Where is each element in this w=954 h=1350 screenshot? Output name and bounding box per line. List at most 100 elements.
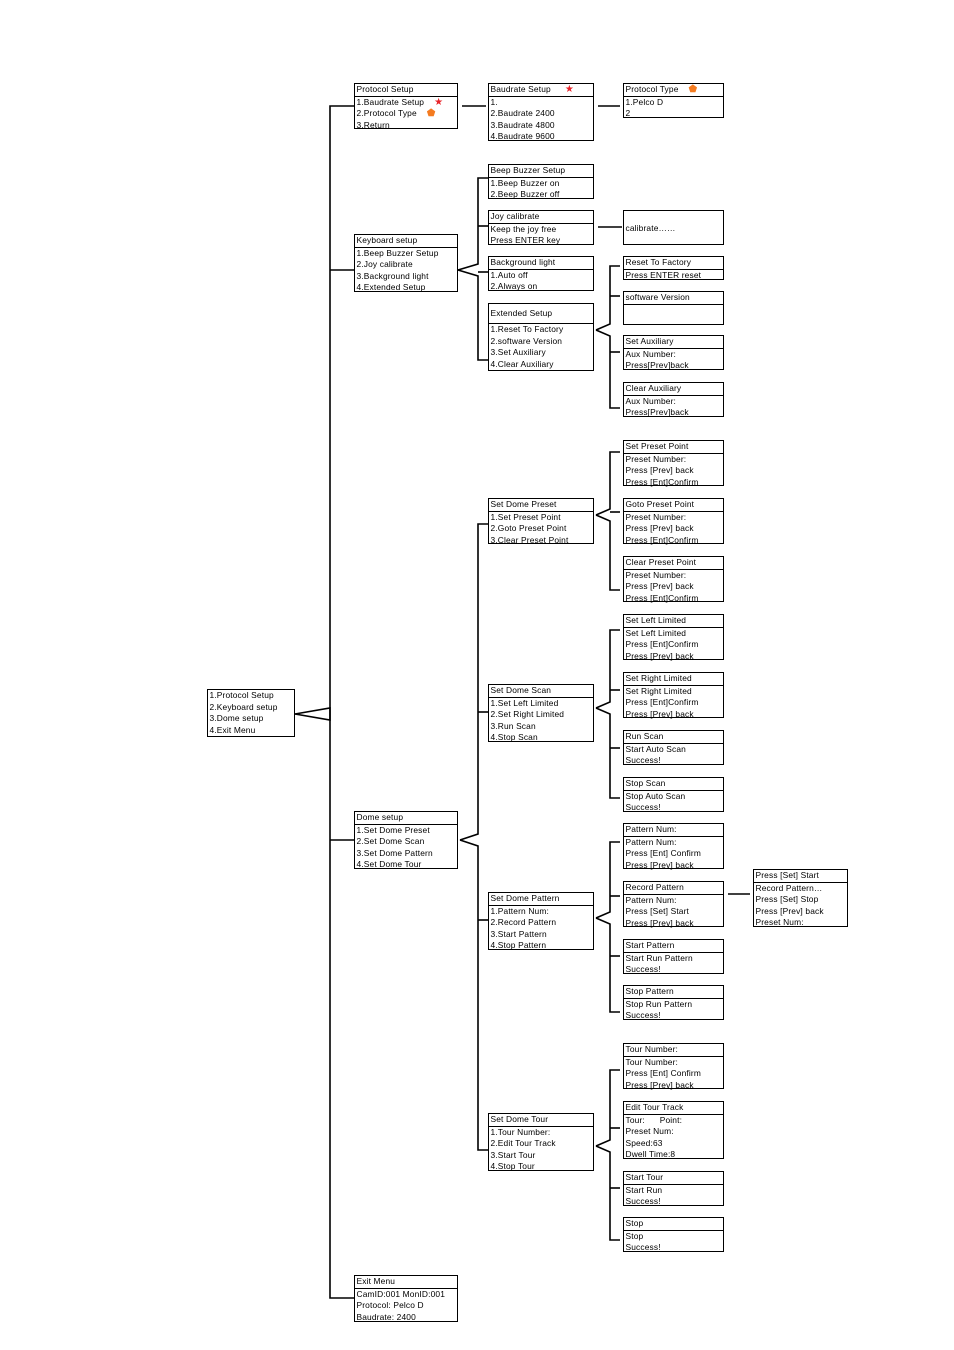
menu-item: Baudrate: 2400 [356, 1311, 416, 1322]
menu-item: 2.Always on [490, 281, 538, 292]
menu-item: Tour Number: [625, 1056, 679, 1067]
connector-extended [595, 329, 620, 409]
connector-main [294, 707, 355, 1299]
menu-item: 2.Goto Preset Point [490, 523, 567, 534]
menu-item: 3.Background light [356, 270, 429, 281]
menu-box-background-light: Background light 1.Auto off 2.Always on [488, 256, 594, 291]
menu-box-clear-auxiliary: Clear Auxiliary Aux Number: Press[Prev]b… [623, 382, 724, 417]
menu-item: Pattern Num: [625, 836, 677, 847]
menu-item: Preset Number: [625, 453, 687, 464]
menu-item: 1.Set Dome Preset [356, 824, 430, 835]
menu-title: Background light [489, 257, 593, 270]
menu-item: Success! [625, 755, 661, 766]
menu-box-exit-menu: Exit Menu CamID:001 MonID:001 Protocol: … [354, 1275, 458, 1322]
menu-item: Start Run [625, 1184, 663, 1195]
menu-box-record-pattern: Record Pattern Pattern Num: Press [Set] … [623, 881, 724, 928]
menu-title: Baudrate Setup★ [489, 84, 593, 97]
menu-item: Press [Set] Start [625, 906, 690, 917]
menu-item: 4.Clear Auxiliary [490, 358, 554, 369]
menu-item: 2.Set Dome Scan [356, 836, 425, 847]
menu-title: Joy calibrate [489, 211, 593, 224]
menu-item: 4.Stop Tour [490, 1161, 535, 1172]
menu-item: 3.Return [356, 119, 390, 130]
menu-item: Press [Ent]Confirm [625, 476, 699, 487]
connector-scan [595, 707, 620, 799]
menu-box-pattern-num: Pattern Num: Pattern Num: Press [Ent] Co… [623, 823, 724, 870]
connector-tour [595, 1069, 620, 1147]
menu-item: 1.Beep Buzzer on [490, 177, 560, 188]
menu-item: 1.Protocol Setup [209, 690, 274, 700]
connector-keyboard [457, 269, 488, 361]
menu-item: 2.Edit Tour Track [490, 1138, 556, 1149]
menu-box-stop-tour: Stop Stop Success! [623, 1217, 724, 1252]
menu-item: 4.Extended Setup [356, 282, 426, 293]
menu-item: 1.Beep Buzzer Setup [356, 247, 439, 258]
connector-scan [595, 629, 620, 709]
menu-item: Preset Num: [755, 917, 804, 928]
connector-tour [595, 1145, 620, 1241]
pentagon-icon: ⬟ [426, 108, 436, 120]
menu-title: Set Dome Scan [489, 685, 593, 698]
menu-item: 4.Stop Pattern [490, 940, 547, 951]
menu-box-start-pattern: Start Pattern Start Run Pattern Success! [623, 939, 724, 974]
menu-box-set-left-limited: Set Left Limited Set Left Limited Press … [623, 614, 724, 661]
menu-title: Protocol Setup [355, 84, 457, 97]
menu-title: Set Dome Preset [489, 499, 593, 512]
menu-item: 2.Keyboard setup [209, 701, 278, 712]
menu-item: Press [Ent] Confirm [625, 1068, 701, 1079]
menu-title: Start Pattern [624, 940, 723, 953]
menu-item: Success! [625, 1242, 661, 1253]
menu-title: Pattern Num: [624, 824, 723, 837]
menu-item: 4.Set Dome Tour [356, 859, 422, 870]
menu-item: Success! [625, 802, 661, 813]
menu-title: Reset To Factory [624, 257, 723, 270]
menu-item: 1.Set Left Limited [490, 697, 559, 708]
menu-box-record-detail: Press [Set] Start Record Pattern… Press … [753, 869, 848, 927]
menu-box-tour-number: Tour Number: Tour Number: Press [Ent] Co… [623, 1043, 724, 1090]
menu-item: Success! [625, 1010, 661, 1021]
menu-box-keyboard-setup: Keyboard setup 1.Beep Buzzer Setup 2.Joy… [354, 234, 458, 292]
menu-item: Press [Set] Stop [755, 894, 819, 905]
menu-item: 1. [490, 96, 498, 107]
menu-box-goto-preset-point: Goto Preset Point Preset Number: Press [… [623, 498, 724, 545]
menu-item: Preset Number: [625, 511, 687, 522]
menu-item: 2.software Version [490, 335, 563, 346]
menu-item: Press [Ent] Confirm [625, 848, 701, 859]
menu-item: 3.Baudrate 4800 [490, 119, 555, 130]
menu-title: Stop Scan [624, 778, 723, 791]
menu-box-run-scan: Run Scan Start Auto Scan Success! [623, 730, 724, 765]
menu-title: Exit Menu [355, 1276, 457, 1289]
menu-box-dome-setup: Dome setup 1.Set Dome Preset 2.Set Dome … [354, 811, 458, 869]
menu-item: Success! [625, 1196, 661, 1207]
menu-box-protocol-setup: Protocol Setup 1.Baudrate Setup★ 2.Proto… [354, 83, 458, 130]
connector-preset [595, 451, 620, 516]
menu-item: 4.Exit Menu [209, 724, 256, 735]
menu-item: Aux Number: [625, 348, 677, 359]
menu-item: Press [Prev] back [625, 917, 694, 928]
menu-item: Speed:63 [625, 1137, 663, 1148]
menu-box-calibrate: calibrate…… [623, 210, 724, 245]
menu-title: Goto Preset Point [624, 499, 723, 512]
menu-item: Record Pattern… [755, 882, 823, 893]
menu-item: CamID:001 MonID:001 [356, 1288, 446, 1299]
menu-item: Press [Prev] back [625, 581, 694, 592]
menu-box-set-dome-scan: Set Dome Scan 1.Set Left Limited 2.Set R… [488, 684, 594, 742]
menu-item: Set Left Limited [625, 627, 687, 638]
menu-item: 3.Start Pattern [490, 928, 547, 939]
menu-item: 3.Dome setup [209, 713, 264, 724]
menu-title: Dome setup [355, 812, 457, 825]
menu-box-set-dome-preset: Set Dome Preset 1.Set Preset Point 2.Got… [488, 498, 594, 545]
menu-title: Clear Preset Point [624, 557, 723, 570]
menu-box-reset-factory: Reset To Factory Press ENTER reset [623, 256, 724, 280]
menu-box-software-version: software Version [623, 291, 724, 325]
menu-box-protocol-type: Protocol Type⬟ 1.Pelco D 2 [623, 83, 724, 118]
star-icon: ★ [564, 84, 574, 96]
connector-pattern [595, 917, 620, 1013]
menu-item: 1.Baudrate Setup★ [356, 96, 444, 108]
menu-box-beep-buzzer: Beep Buzzer Setup 1.Beep Buzzer on 2.Bee… [488, 164, 594, 199]
menu-item: calibrate…… [625, 223, 676, 233]
menu-item: 2.Baudrate 2400 [490, 108, 555, 119]
menu-item: 1.Pattern Num: [490, 905, 549, 916]
menu-title: Beep Buzzer Setup [489, 165, 593, 178]
menu-item: 4.Stop Scan [490, 732, 538, 743]
